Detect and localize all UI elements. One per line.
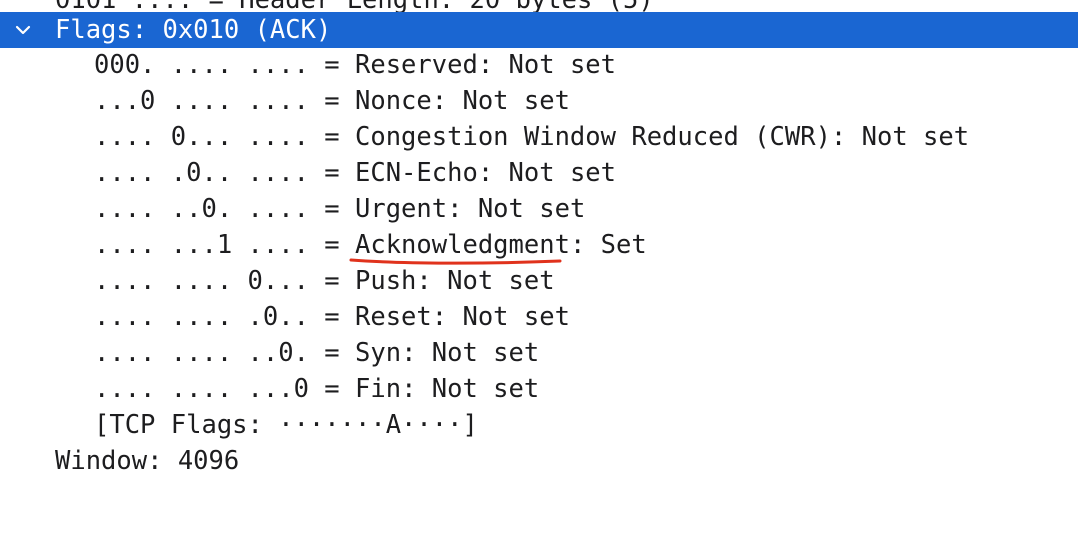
flag-value: : Not set bbox=[477, 158, 616, 188]
header-length-text: 0101 .... = Header Length: 20 bytes (5) bbox=[55, 0, 654, 15]
flag-bits: 000. .... .... = bbox=[94, 50, 355, 80]
tree-row-window[interactable]: Window: 4096 bbox=[0, 443, 1078, 479]
flag-value: : Not set bbox=[416, 266, 555, 296]
flag-bits: .... 0... .... = bbox=[94, 122, 355, 152]
tree-row-tcp-flags-summary[interactable]: [TCP Flags: ·······A····] bbox=[0, 407, 1078, 443]
flag-bit-row-urgent[interactable]: .... ..0. .... = Urgent: Not set bbox=[0, 191, 1078, 227]
flag-name: Reserved bbox=[355, 50, 478, 80]
flag-bit-row-nonce[interactable]: ...0 .... .... = Nonce: Not set bbox=[0, 83, 1078, 119]
flag-bit-row-syn[interactable]: .... .... ..0. = Syn: Not set bbox=[0, 335, 1078, 371]
flag-value: : Not set bbox=[401, 374, 540, 404]
flag-value: : Not set bbox=[401, 338, 540, 368]
flag-bits: .... .... .0.. = bbox=[94, 302, 355, 332]
flag-bits: .... .... 0... = bbox=[94, 266, 355, 296]
flag-bits: .... .... ...0 = bbox=[94, 374, 355, 404]
flag-bit-row-fin[interactable]: .... .... ...0 = Fin: Not set bbox=[0, 371, 1078, 407]
flag-bit-row-cwr[interactable]: .... 0... .... = Congestion Window Reduc… bbox=[0, 119, 1078, 155]
flag-name: Congestion Window Reduced (CWR) bbox=[355, 122, 831, 152]
flag-value: : Set bbox=[569, 230, 647, 260]
flag-name: ECN-Echo bbox=[355, 158, 478, 188]
tcp-flags-summary-text: [TCP Flags: ·······A····] bbox=[94, 410, 478, 440]
flag-bits: ...0 .... .... = bbox=[94, 86, 355, 116]
flag-bit-row-ecn-echo[interactable]: .... .0.. .... = ECN-Echo: Not set bbox=[0, 155, 1078, 191]
flag-bit-row-push[interactable]: .... .... 0... = Push: Not set bbox=[0, 263, 1078, 299]
flag-name: Fin bbox=[355, 374, 402, 404]
flag-bits: .... ...1 .... = bbox=[94, 230, 355, 260]
flag-bits: .... ..0. .... = bbox=[94, 194, 355, 224]
flag-name: Push bbox=[355, 266, 417, 296]
flag-bit-row-reserved[interactable]: 000. .... .... = Reserved: Not set bbox=[0, 47, 1078, 83]
flag-name: Acknowledgment bbox=[355, 230, 570, 260]
flag-name: Syn bbox=[355, 338, 402, 368]
flag-name: Reset bbox=[355, 302, 432, 332]
flag-name: Nonce bbox=[355, 86, 432, 116]
tree-row-header-length[interactable]: 0101 .... = Header Length: 20 bytes (5) bbox=[0, 0, 1078, 18]
flag-value: : Not set bbox=[447, 194, 586, 224]
chevron-down-icon[interactable] bbox=[14, 21, 32, 39]
flag-bits: .... .0.. .... = bbox=[94, 158, 355, 188]
flag-bit-row-acknowledgment[interactable]: .... ...1 .... = Acknowledgment: Set bbox=[0, 227, 1078, 263]
flag-value: : Not set bbox=[431, 86, 570, 116]
window-text: Window: 4096 bbox=[55, 446, 240, 476]
flag-value: : Not set bbox=[477, 50, 616, 80]
flag-value: : Not set bbox=[830, 122, 970, 152]
flag-bits: .... .... ..0. = bbox=[94, 338, 355, 368]
flag-name: Urgent bbox=[355, 194, 448, 224]
flag-bit-row-reset[interactable]: .... .... .0.. = Reset: Not set bbox=[0, 299, 1078, 335]
tree-row-flags[interactable]: Flags: 0x010 (ACK) bbox=[0, 12, 1078, 48]
flag-value: : Not set bbox=[431, 302, 570, 332]
packet-details-tree: 0101 .... = Header Length: 20 bytes (5) … bbox=[0, 0, 1078, 479]
flags-label: Flags: 0x010 (ACK) bbox=[55, 15, 332, 45]
